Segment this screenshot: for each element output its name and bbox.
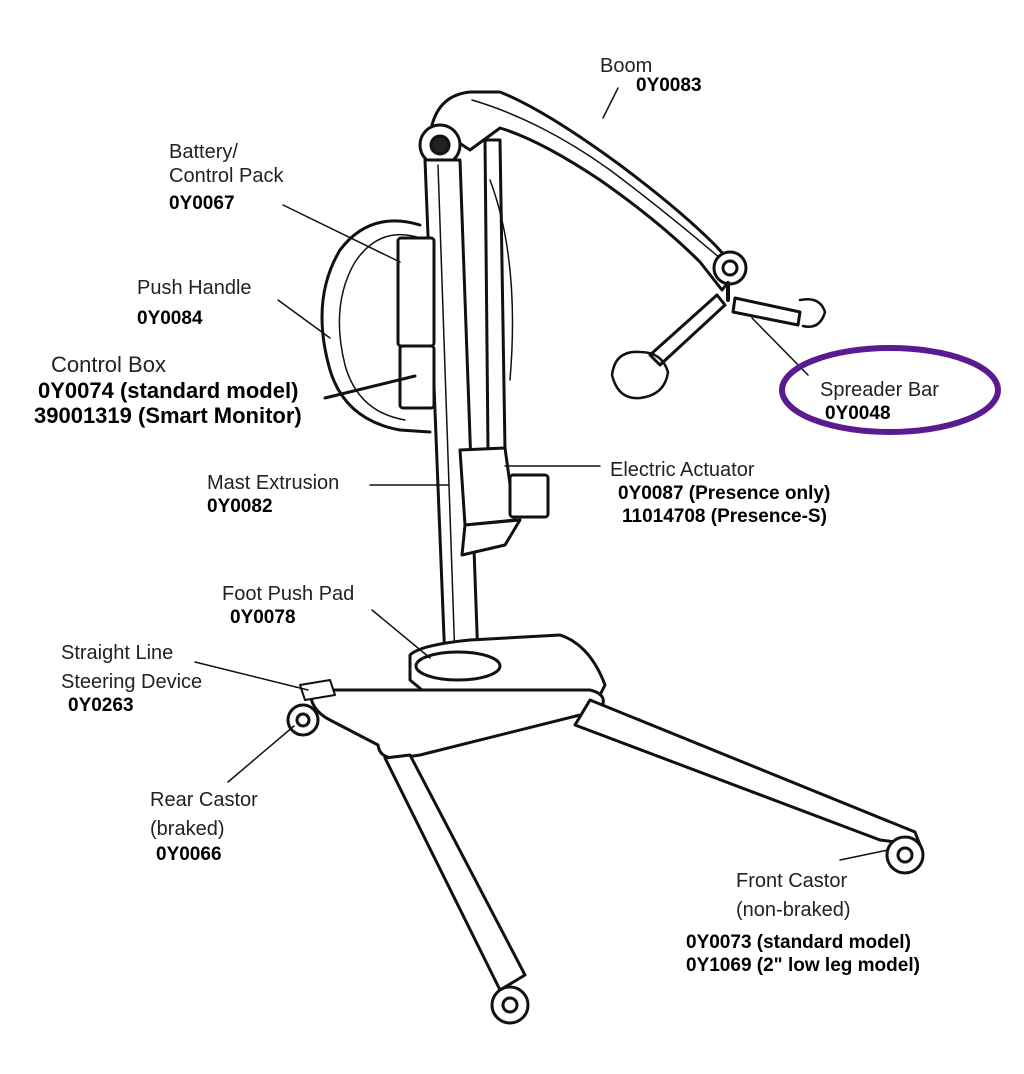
label-rear-castor-code: 0Y0066 [156,844,222,865]
push-handle [320,219,432,434]
base-frame [308,688,605,760]
label-electric-actuator: Electric Actuator 0Y0087 (Presence only)… [610,458,830,528]
label-foot-push-pad-name: Foot Push Pad [222,583,355,605]
label-control-box-code-1: 0Y0074 (standard model) [38,378,299,403]
boom-arm [430,90,740,292]
label-electric-actuator-code-2: 11014708 (Presence-S) [622,506,827,527]
leader-steering [194,661,309,691]
steering-device-part [299,679,336,701]
label-front-castor-name-2: (non-braked) [736,899,851,921]
label-rear-castor: Rear Castor (braked) 0Y0066 [150,788,258,866]
boom-inner-edge [471,99,729,266]
boom-end-pivot [712,250,748,286]
front-leg-left [383,753,527,992]
label-steering-device-name-2: Steering Device [61,671,203,693]
front-castor-left [490,985,530,1025]
front-castor-right [885,835,925,875]
spreader-bar-highlight [779,345,1001,435]
label-mast-extrusion: Mast Extrusion 0Y0082 [207,471,339,518]
label-front-castor-code-1: 0Y0073 (standard model) [686,932,911,953]
actuator-rod-side [489,179,514,381]
label-boom: Boom [600,54,652,78]
front-castor-left-hub [501,996,519,1014]
leader-foot-pad [371,609,431,659]
leader-push-handle [277,299,331,339]
label-steering-device-name-1: Straight Line [61,642,174,664]
electric-actuator-motor [508,473,550,519]
label-push-handle: Push Handle 0Y0084 [137,276,252,330]
label-front-castor-codes: 0Y0073 (standard model) 0Y1069 (2" low l… [686,931,920,977]
label-control-box: Control Box 0Y0074 (standard model) 3900… [34,352,302,428]
label-boom-code: 0Y0083 [636,75,702,96]
foot-push-pad [414,650,502,682]
leader-rear-castor [227,725,295,783]
label-spreader-bar-code: 0Y0048 [825,403,891,424]
rear-castor [286,703,320,737]
label-battery-code: 0Y0067 [169,193,235,214]
label-push-handle-code: 0Y0084 [137,308,203,329]
label-battery-name-2: Control Pack [169,165,284,187]
electric-actuator-bracket [460,518,522,557]
label-rear-castor-name-2: (braked) [150,818,225,840]
label-control-box-code-2: 39001319 (Smart Monitor) [34,403,302,428]
label-front-castor-code-2: 0Y1069 (2" low leg model) [686,955,920,976]
boom-end-pivot-inner [721,259,739,277]
label-control-box-name: Control Box [51,352,166,377]
label-steering-device: Straight Line Steering Device 0Y0263 [61,641,202,717]
electric-actuator-body [458,446,517,527]
mast [423,158,480,664]
leader-boom [602,87,619,119]
label-mast-extrusion-name: Mast Extrusion [207,472,340,494]
label-push-handle-name: Push Handle [137,277,252,299]
label-front-castor: Front Castor (non-braked) [736,869,851,922]
label-foot-push-pad: Foot Push Pad 0Y0078 [222,582,354,629]
label-spreader-bar-name: Spreader Bar [820,379,939,401]
leader-battery [282,204,401,263]
spreader-hook-left [610,350,670,400]
leader-front-castor [839,849,889,861]
label-electric-actuator-code-1: 0Y0087 (Presence only) [618,483,831,504]
leader-control-box [323,374,417,400]
label-steering-device-code: 0Y0263 [68,695,134,716]
spreader-hook-right [798,298,827,328]
front-castor-right-hub [896,846,914,864]
spreader-bar-left [648,293,727,367]
label-foot-push-pad-code: 0Y0078 [230,607,296,628]
control-box-unit [398,344,436,410]
push-handle-inner [338,233,421,421]
rear-castor-hub [295,712,311,728]
label-battery-name-1: Battery/ [169,141,238,163]
actuator-rod [483,138,507,452]
front-leg-right [573,698,922,847]
label-front-castor-name-1: Front Castor [736,870,848,892]
label-boom-name: Boom [600,55,653,77]
battery-pack [396,236,436,348]
label-mast-extrusion-code: 0Y0082 [207,496,273,517]
mast-edge [437,164,456,661]
mast-top-pivot-inner [429,134,451,156]
label-electric-actuator-name: Electric Actuator [610,459,755,481]
label-boom-code-wrap: 0Y0083 [636,74,702,97]
spreader-bar-right [731,296,802,327]
label-spreader-bar: Spreader Bar 0Y0048 [820,378,939,425]
label-battery: Battery/ Control Pack 0Y0067 [169,140,284,215]
label-rear-castor-name-1: Rear Castor [150,789,258,811]
